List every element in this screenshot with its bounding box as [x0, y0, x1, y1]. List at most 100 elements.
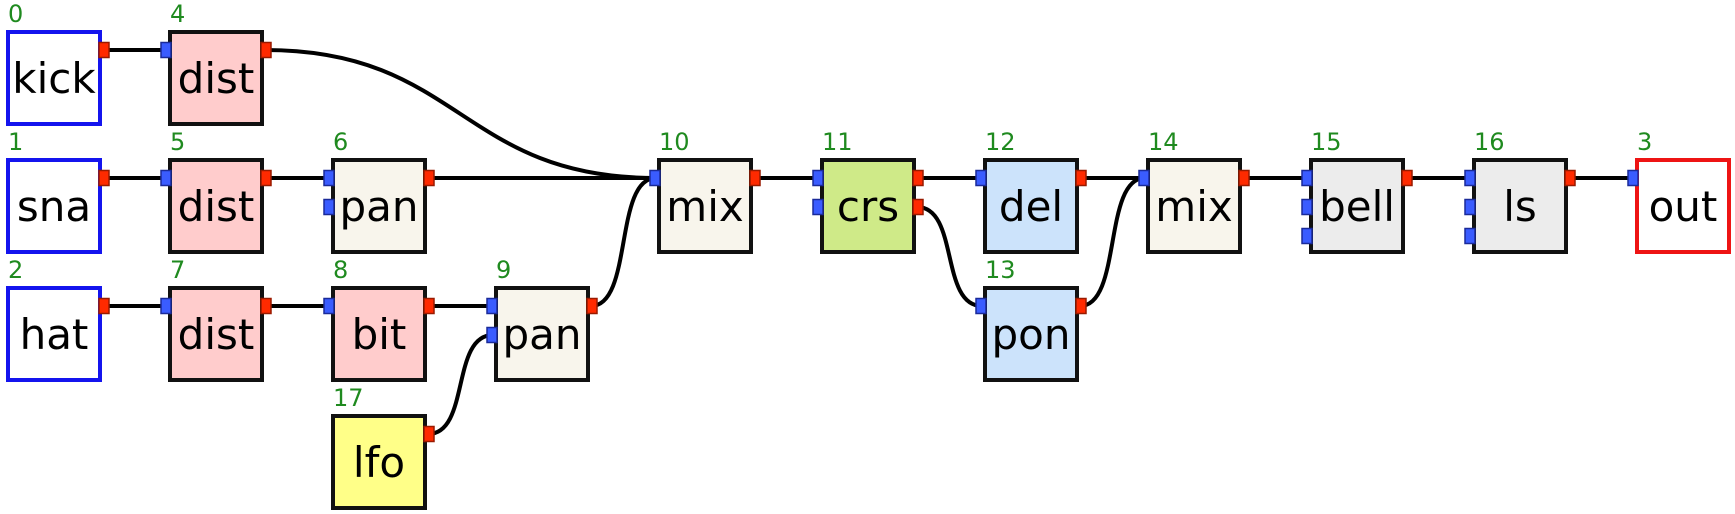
node-box[interactable] [494, 286, 590, 382]
node-12[interactable]: del 12 [975, 128, 1087, 254]
node-1[interactable]: sna 1 [6, 128, 110, 254]
output-port-0[interactable] [586, 297, 598, 315]
input-port-2[interactable] [1464, 227, 1476, 245]
output-port-0[interactable] [912, 169, 924, 187]
input-port-1[interactable] [812, 198, 824, 216]
node-index: 13 [985, 256, 1016, 284]
node-box[interactable] [1146, 158, 1242, 254]
output-port-0[interactable] [749, 169, 761, 187]
node-index: 14 [1148, 128, 1179, 156]
node-box[interactable] [657, 158, 753, 254]
node-box[interactable] [168, 286, 264, 382]
output-port-0[interactable] [423, 297, 435, 315]
node-15[interactable]: bell 15 [1301, 128, 1413, 254]
node-index: 11 [822, 128, 853, 156]
output-port-0[interactable] [98, 41, 110, 59]
node-label: pan [339, 182, 418, 231]
node-index: 3 [1637, 128, 1652, 156]
output-port-0[interactable] [98, 297, 110, 315]
input-port-0[interactable] [1464, 169, 1476, 187]
node-box[interactable] [331, 158, 427, 254]
node-index: 7 [170, 256, 185, 284]
node-box[interactable] [983, 286, 1079, 382]
node-index: 16 [1474, 128, 1505, 156]
input-port-0[interactable] [975, 297, 987, 315]
node-index: 10 [659, 128, 690, 156]
node-box[interactable] [168, 158, 264, 254]
node-index: 8 [333, 256, 348, 284]
node-10[interactable]: mix 10 [649, 128, 761, 254]
output-port-0[interactable] [1401, 169, 1413, 187]
output-port-1[interactable] [912, 198, 924, 216]
output-port-0[interactable] [1238, 169, 1250, 187]
node-label: ls [1503, 182, 1537, 231]
output-port-0[interactable] [423, 425, 435, 443]
input-port-0[interactable] [649, 169, 661, 187]
node-index: 12 [985, 128, 1016, 156]
node-box[interactable] [6, 286, 102, 382]
input-port-0[interactable] [160, 41, 172, 59]
input-port-0[interactable] [1627, 169, 1639, 187]
node-label: bell [1319, 182, 1395, 231]
output-port-0[interactable] [1075, 169, 1087, 187]
node-index: 15 [1311, 128, 1342, 156]
node-label: del [999, 182, 1063, 231]
node-label: crs [837, 182, 899, 231]
input-port-0[interactable] [812, 169, 824, 187]
node-7[interactable]: dist 7 [160, 256, 272, 382]
node-box[interactable] [331, 414, 427, 510]
wire-17-to-9 [427, 333, 494, 436]
input-port-0[interactable] [160, 169, 172, 187]
node-box[interactable] [6, 30, 102, 126]
node-index: 1 [8, 128, 23, 156]
node-box[interactable] [331, 286, 427, 382]
wire-11-to-13 [916, 205, 983, 308]
output-port-0[interactable] [1564, 169, 1576, 187]
node-box[interactable] [1309, 158, 1405, 254]
input-port-0[interactable] [1301, 169, 1313, 187]
input-port-0[interactable] [323, 169, 335, 187]
input-port-0[interactable] [975, 169, 987, 187]
input-port-1[interactable] [323, 198, 335, 216]
node-11[interactable]: crs 11 [812, 128, 924, 254]
input-port-2[interactable] [1301, 227, 1313, 245]
node-box[interactable] [983, 158, 1079, 254]
input-port-1[interactable] [486, 326, 498, 344]
node-label: sna [17, 182, 91, 231]
node-box[interactable] [1635, 158, 1731, 254]
output-port-0[interactable] [260, 169, 272, 187]
node-label: dist [178, 310, 255, 359]
input-port-1[interactable] [1464, 198, 1476, 216]
input-port-0[interactable] [486, 297, 498, 315]
output-port-0[interactable] [260, 41, 272, 59]
node-label: kick [12, 54, 96, 103]
node-box[interactable] [168, 30, 264, 126]
output-port-0[interactable] [98, 169, 110, 187]
wire-4-to-10 [264, 48, 657, 180]
output-port-0[interactable] [1075, 297, 1087, 315]
input-port-0[interactable] [1138, 169, 1150, 187]
input-port-1[interactable] [1301, 198, 1313, 216]
node-label: out [1649, 182, 1718, 231]
node-index: 5 [170, 128, 185, 156]
node-16[interactable]: ls 16 [1464, 128, 1576, 254]
node-label: mix [666, 182, 743, 231]
input-port-0[interactable] [160, 297, 172, 315]
node-box[interactable] [6, 158, 102, 254]
output-port-0[interactable] [423, 169, 435, 187]
node-3[interactable]: out 3 [1627, 128, 1731, 254]
output-port-0[interactable] [260, 297, 272, 315]
input-port-0[interactable] [323, 297, 335, 315]
